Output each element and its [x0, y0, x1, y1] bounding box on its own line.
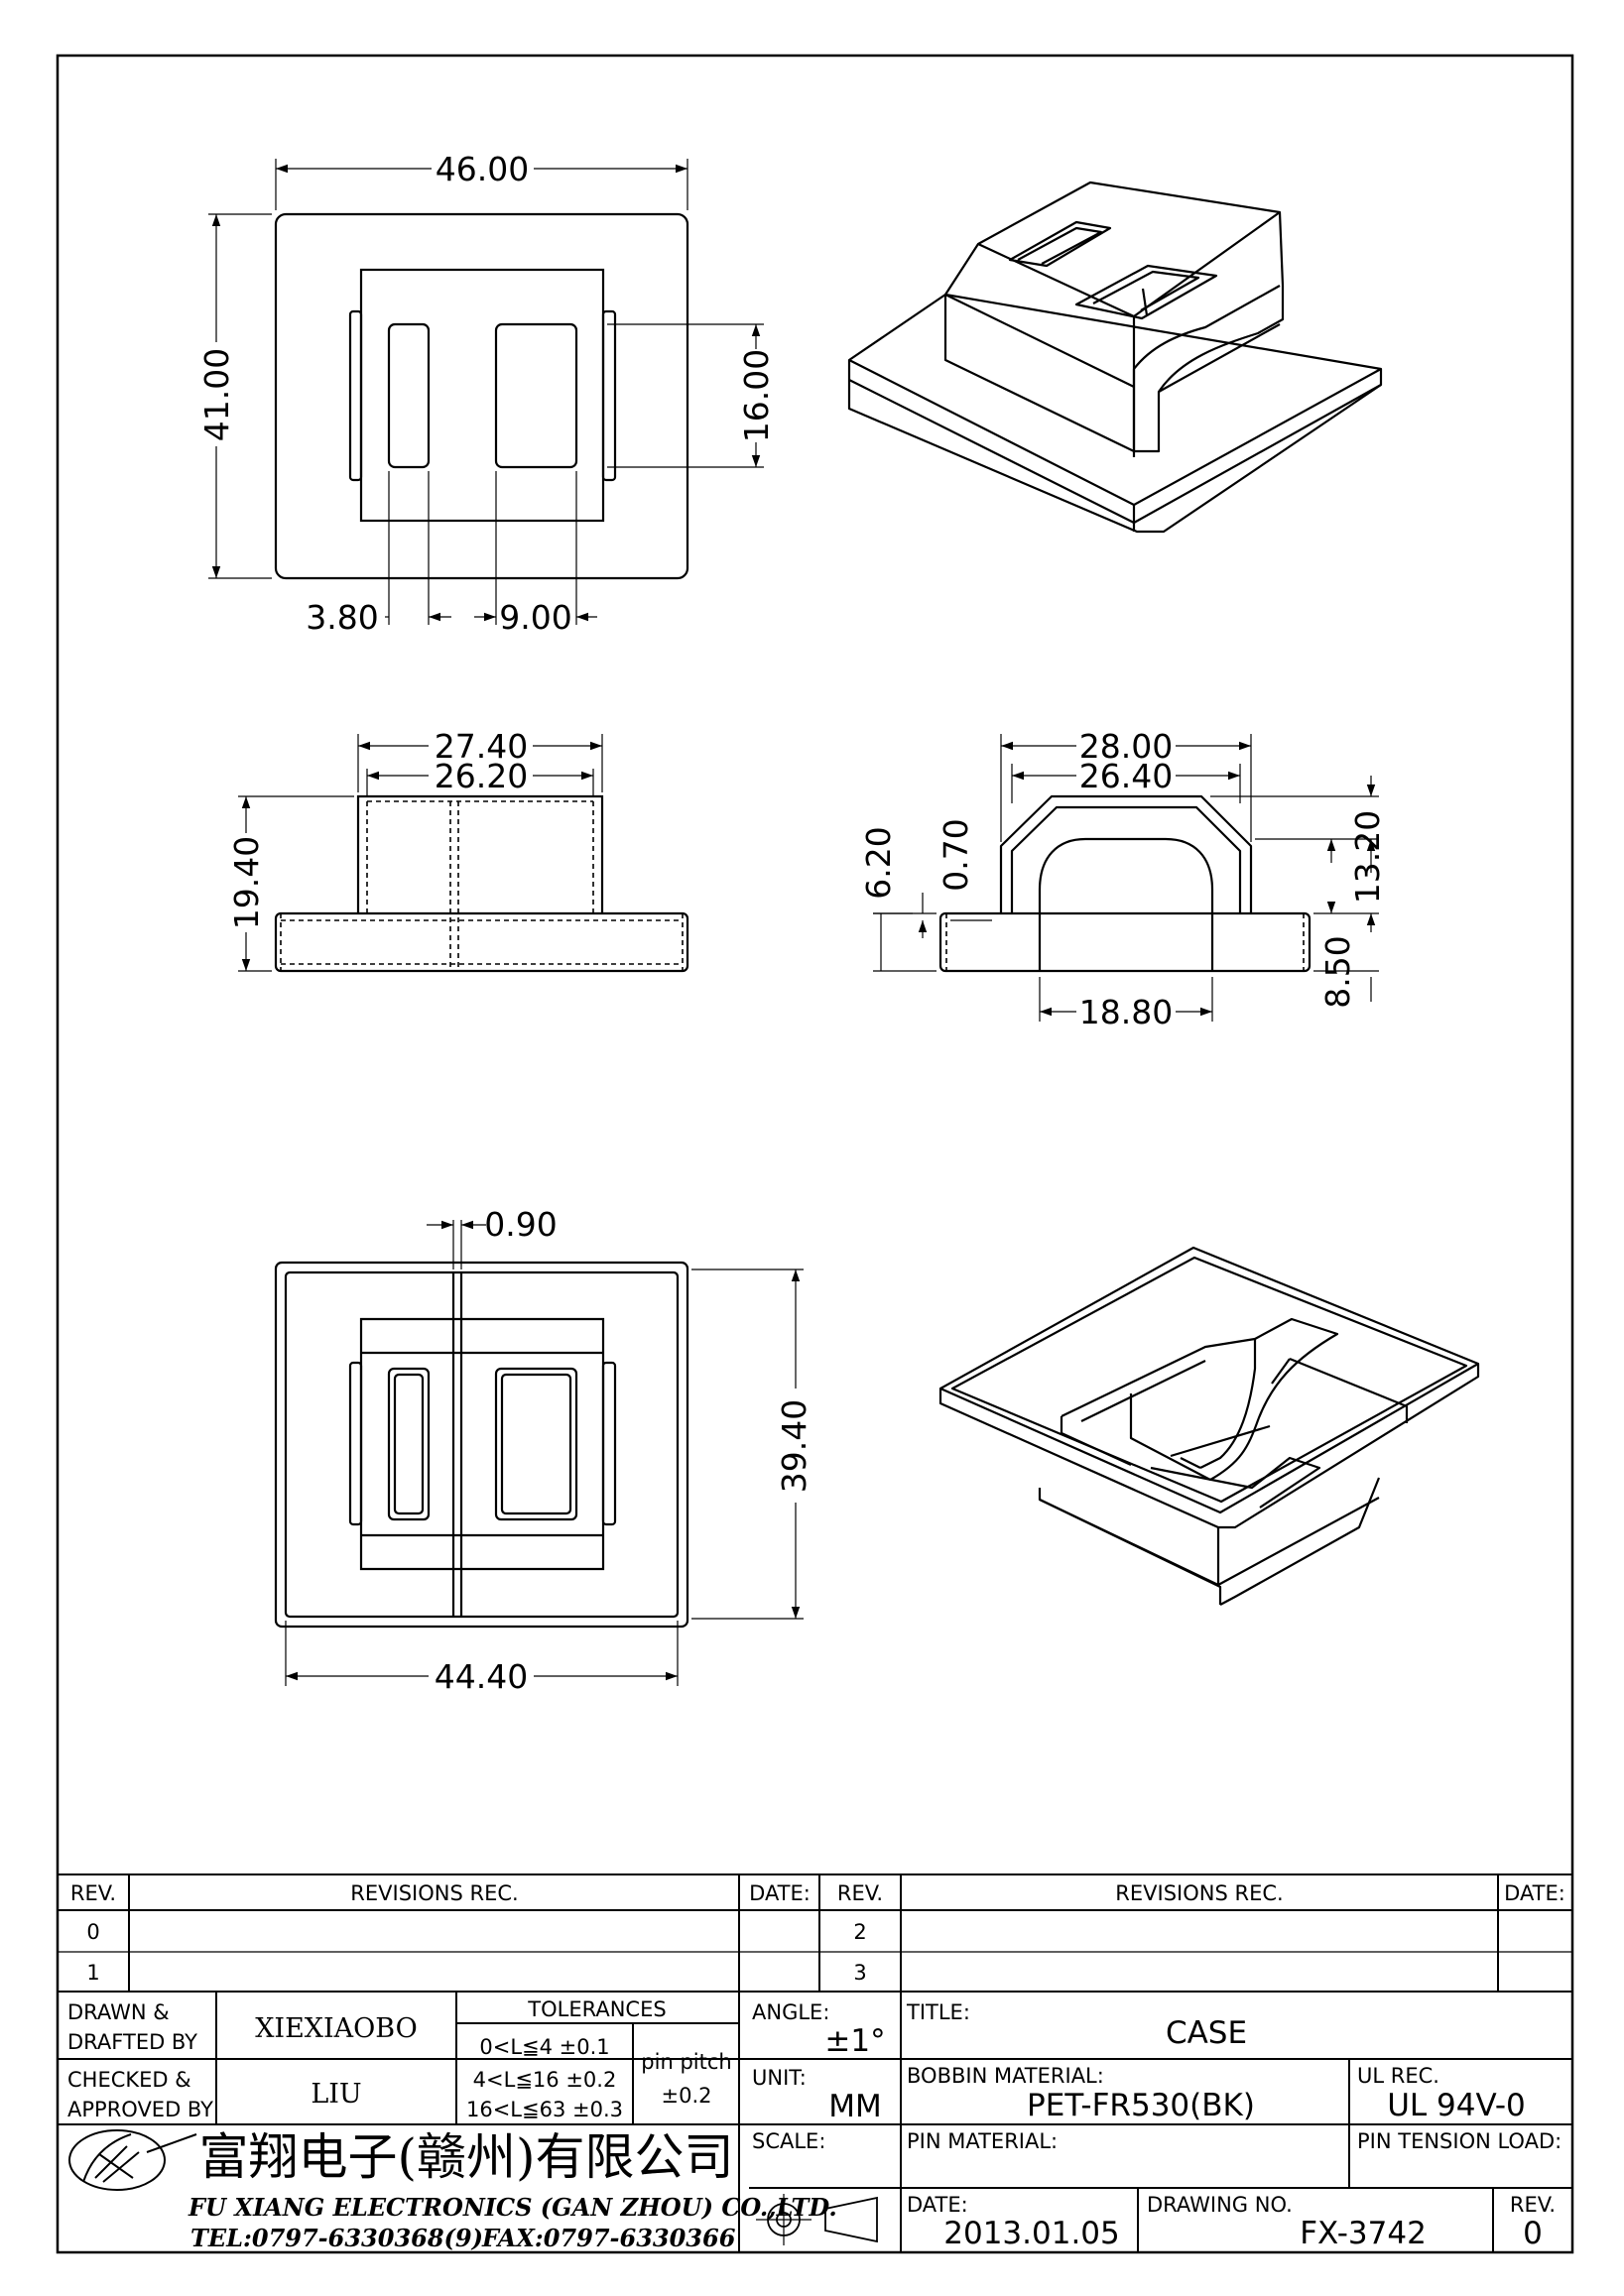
pin-tension-label: PIN TENSION LOAD: [1357, 2129, 1562, 2153]
drawing-no-value: FX-3742 [1300, 2216, 1427, 2251]
unit-value: MM [828, 2089, 882, 2124]
rev-header-right: REV. [837, 1881, 883, 1905]
dim-side-wall: 0.70 [937, 818, 975, 891]
pin-material-label: PIN MATERIAL: [907, 2129, 1058, 2153]
pin-pitch-label: pin pitch [641, 2050, 731, 2074]
title-value: CASE [1166, 2015, 1247, 2051]
title-label: TITLE: [906, 2000, 970, 2024]
scale-label: SCALE: [752, 2129, 825, 2153]
bottom-view [274, 1220, 804, 1686]
rev-row-1: 1 [86, 1961, 99, 1985]
rev-value: 0 [1523, 2216, 1543, 2251]
checked-label-1: CHECKED & [67, 2068, 191, 2092]
dim-front-height: 19.40 [227, 836, 266, 929]
side-view-dimensions: 28.00 26.40 6.20 0.70 13.20 8.50 18.80 [859, 727, 1387, 1031]
dim-side-arch-height: 13.20 [1348, 810, 1387, 904]
rev-row-0: 0 [86, 1920, 99, 1944]
ul-rec-label: UL REC. [1357, 2064, 1439, 2088]
tolerances-label: TOLERANCES [527, 1997, 666, 2021]
dim-side-arch-width: 18.80 [1079, 993, 1173, 1031]
approval-fields: DRAWN & DRAFTED BY XIEXIAOBO CHECKED & A… [67, 1997, 732, 2121]
drawn-value: XIEXIAOBO [255, 2013, 418, 2044]
rev-label: REV. [1510, 2193, 1556, 2217]
unit-label: UNIT: [752, 2066, 807, 2090]
dim-bottom-height: 39.40 [775, 1399, 813, 1493]
dim-side-total: 6.20 [859, 826, 898, 899]
company-info: 富翔电子(赣州)有限公司 FU XIANG ELECTRONICS (GAN Z… [187, 2128, 837, 2252]
top-view [208, 159, 764, 625]
dim-window-height: 16.00 [737, 349, 776, 442]
company-tel: TEL:0797-6330368(9) [190, 2224, 483, 2252]
dim-window-width: 9.00 [499, 598, 571, 637]
checked-label-2: APPROVED BY [67, 2098, 213, 2121]
company-logo-icon [68, 2129, 197, 2191]
front-view [238, 734, 689, 973]
company-fax: FAX:0797-6330366 [481, 2224, 736, 2252]
projection-symbol-icon [756, 2194, 878, 2245]
company-english-name: FU XIANG ELECTRONICS (GAN ZHOU) CO.,LTD. [187, 2193, 837, 2222]
tolerance-2: 4<L≦16 ±0.2 [473, 2068, 617, 2092]
revisions-header-left: REVISIONS REC. [350, 1881, 518, 1905]
front-view-dimensions: 27.40 26.20 19.40 [227, 727, 528, 929]
bobbin-material-label: BOBBIN MATERIAL: [907, 2064, 1104, 2088]
rev-row-3: 3 [853, 1961, 866, 1985]
dim-front-outer: 27.40 [435, 727, 528, 766]
drawn-label-2: DRAFTED BY [67, 2030, 197, 2054]
dim-bottom-width: 44.40 [435, 1657, 528, 1696]
tolerance-3: 16<L≦63 ±0.3 [466, 2098, 623, 2121]
revision-table: REV. REVISIONS REC. DATE: REV. REVISIONS… [70, 1881, 1565, 1985]
bobbin-material-value: PET-FR530(BK) [1027, 2088, 1255, 2123]
checked-value: LIU [311, 2079, 361, 2110]
dim-slot-width: 3.80 [306, 598, 378, 637]
ul-rec-value: UL 94V-0 [1387, 2088, 1526, 2123]
revisions-header-right: REVISIONS REC. [1115, 1881, 1283, 1905]
date-value: 2013.01.05 [943, 2216, 1120, 2251]
tolerance-1: 0<L≦4 ±0.1 [479, 2035, 609, 2059]
dim-side-outer: 28.00 [1079, 727, 1173, 766]
dim-side-inner: 26.40 [1079, 757, 1173, 795]
title-block [58, 1873, 1572, 2252]
dim-top-width: 46.00 [436, 150, 529, 188]
iso-bottom-view [938, 1246, 1480, 1606]
sheet-border [56, 54, 1574, 2254]
date-header-left: DATE: [749, 1881, 811, 1905]
company-chinese-name: 富翔电子(赣州)有限公司 [198, 2128, 733, 2186]
iso-top-view [847, 181, 1383, 534]
date-header-right: DATE: [1504, 1881, 1565, 1905]
angle-value: ±1° [824, 2023, 885, 2059]
rev-row-2: 2 [853, 1920, 866, 1944]
drawing-no-label: DRAWING NO. [1147, 2193, 1293, 2217]
side-view [873, 734, 1379, 1022]
dim-top-height: 41.00 [197, 348, 236, 441]
date-label: DATE: [907, 2193, 968, 2217]
pin-pitch-value: ±0.2 [662, 2084, 712, 2108]
top-view-dimensions: 46.00 41.00 16.00 3.80 9.00 [197, 150, 776, 637]
bottom-view-dimensions: 0.90 39.40 44.40 [435, 1205, 813, 1696]
rev-header-left: REV. [70, 1881, 116, 1905]
spec-fields: ANGLE: ±1° UNIT: MM SCALE: TITLE: CASE B… [752, 2000, 1562, 2251]
angle-label: ANGLE: [752, 2000, 829, 2024]
dim-front-inner: 26.20 [435, 757, 528, 795]
drawn-label-1: DRAWN & [67, 2000, 170, 2024]
dim-side-base: 8.50 [1318, 935, 1357, 1008]
dim-bottom-divider: 0.90 [484, 1205, 557, 1244]
